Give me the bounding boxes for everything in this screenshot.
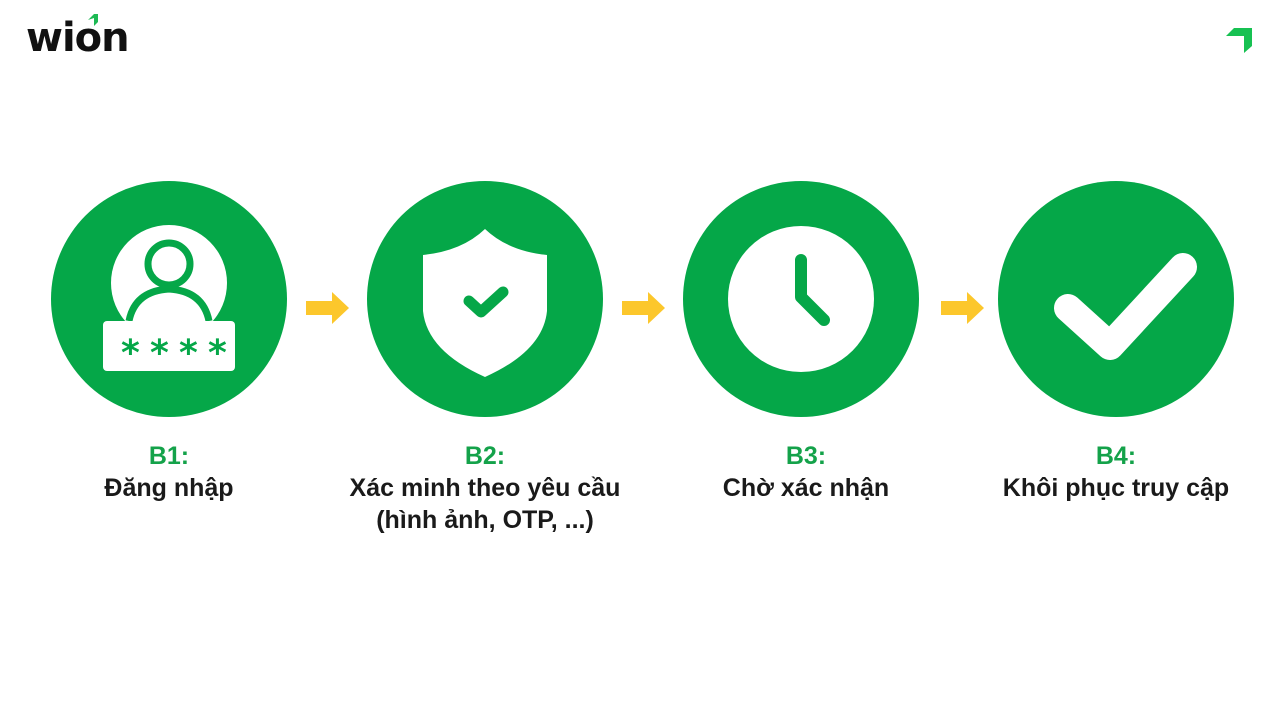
clock-icon	[728, 226, 874, 372]
step-3-label: Chờ xác nhận	[722, 474, 890, 502]
user-password-icon: * * * *	[103, 225, 235, 374]
step-2-label-line1: Xác minh theo yêu cầu	[349, 474, 621, 502]
step-2-circle	[367, 181, 603, 417]
arrow-right-icon	[306, 292, 349, 324]
svg-text:*: *	[179, 333, 198, 374]
step-4-label: Khôi phục truy cập	[1002, 474, 1230, 502]
step-3-number: B3:	[785, 442, 827, 470]
step-2-number: B2:	[464, 442, 506, 470]
checkmark-icon	[1054, 253, 1197, 360]
step-2-text: B2: Xác minh theo yêu cầu (hình ảnh, OTP…	[325, 440, 645, 536]
step-1-text: B1: Đăng nhập	[9, 440, 329, 504]
corner-arrow-icon	[1226, 28, 1252, 53]
logo-text: wion	[26, 15, 130, 61]
step-1-circle: * * * *	[51, 181, 287, 417]
step-4-text: B4: Khôi phục truy cập	[956, 440, 1276, 504]
svg-text:*: *	[208, 333, 227, 374]
step-2-label-line2: (hình ảnh, OTP, ...)	[376, 506, 594, 534]
step-3-circle	[683, 181, 919, 417]
step-1-label: Đăng nhập	[104, 474, 234, 502]
svg-text:*: *	[121, 333, 140, 374]
shield-check-icon	[423, 229, 547, 377]
step-3-text: B3: Chờ xác nhận	[646, 440, 966, 504]
logo-accent-icon	[88, 14, 98, 26]
svg-text:*: *	[150, 333, 169, 374]
arrow-right-icon	[622, 292, 665, 324]
arrow-right-icon	[941, 292, 984, 324]
step-1-number: B1:	[148, 442, 190, 470]
step-4-number: B4:	[1095, 442, 1137, 470]
step-4-circle	[998, 181, 1234, 417]
